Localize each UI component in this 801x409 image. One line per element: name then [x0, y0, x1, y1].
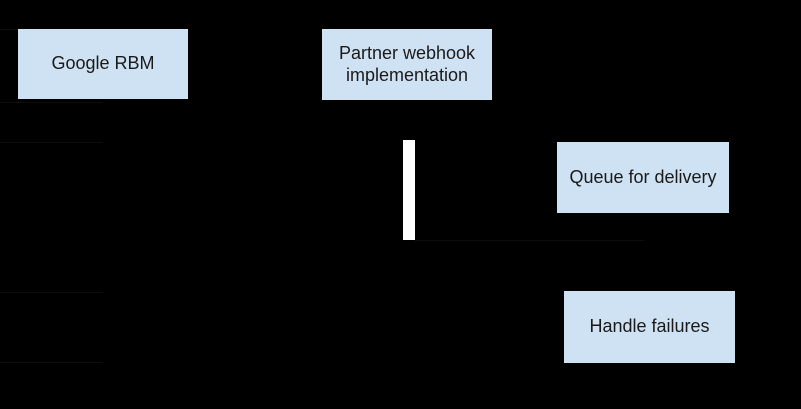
artifact-line: [0, 102, 103, 103]
artifact-line: [0, 292, 103, 293]
artifact-line: [0, 29, 18, 30]
actor-box-partner-webhook: Partner webhook implementation: [322, 29, 492, 100]
note-label-queue-for-delivery: Queue for delivery: [569, 166, 717, 187]
actor-box-google-rbm: Google RBM: [18, 29, 188, 99]
note-box-queue-for-delivery: Queue for delivery: [557, 142, 729, 213]
note-label-handle-failures: Handle failures: [589, 316, 710, 337]
actor-label-partner-webhook: Partner webhook implementation: [338, 42, 476, 85]
artifact-line: [0, 362, 103, 363]
activation-bar: [403, 140, 415, 240]
artifact-line: [415, 240, 644, 241]
artifact-line: [0, 142, 103, 143]
actor-label-google-rbm: Google RBM: [51, 53, 155, 74]
note-box-handle-failures: Handle failures: [564, 291, 735, 363]
